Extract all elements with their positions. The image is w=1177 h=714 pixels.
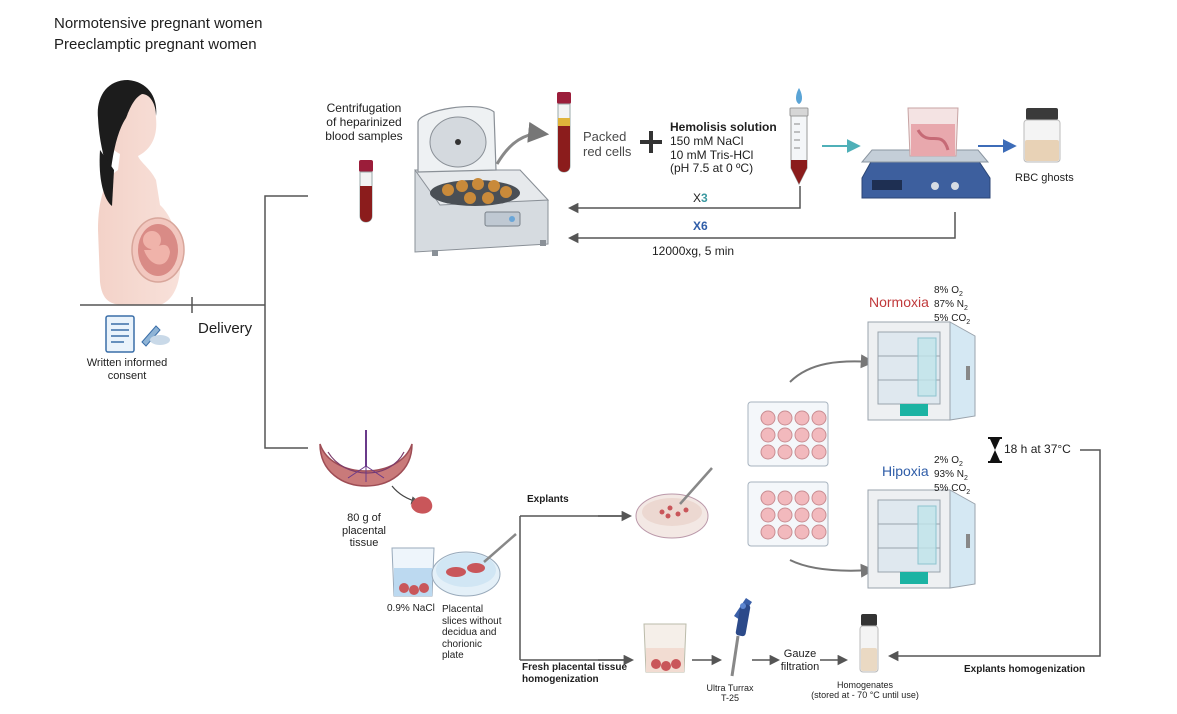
homogenate-tube-icon: [859, 614, 879, 673]
ultra-turrax-icon: [730, 598, 752, 677]
placental-mass-label: 80 g of placental tissue: [341, 512, 387, 550]
falcon-tube-icon: [789, 88, 809, 186]
arrow-to-packed-cells: [495, 121, 550, 165]
hipoxia-gas-mix: 2% O2 93% N2 5% CO2: [934, 455, 971, 497]
explants-petri-icon: [635, 467, 713, 539]
header-preeclamptic: Preeclamptic pregnant women: [54, 36, 257, 53]
arrow-to-hipoxia-incubator: [789, 559, 875, 578]
consent-label: Written informed consent: [86, 357, 168, 382]
gauze-filtration-label: Gauze filtration: [780, 648, 820, 673]
centrifuge-speed-label: 12000xg, 5 min: [652, 244, 735, 258]
delivery-label: Delivery: [198, 320, 253, 337]
tissue-piece-icon: [411, 496, 433, 514]
magnetic-stirrer-icon: [860, 107, 991, 199]
incubator-hipoxia-icon: [867, 489, 976, 589]
loop-arrow-x3: [567, 186, 801, 214]
arrow-to-normoxia-incubator: [789, 354, 875, 383]
petri-dish-slices-icon: [431, 533, 517, 597]
hemolysis-solution-label: Hemolisis solution 150 mM NaCl 10 mM Tri…: [670, 120, 777, 176]
hourglass-icon: [988, 437, 1002, 463]
ultra-turrax-label: Ultra Turrax T-25: [706, 683, 754, 704]
well-plate-normoxia-icon: [747, 401, 829, 467]
consent-document-icon: [105, 315, 170, 353]
plus-icon: [640, 131, 662, 153]
repeat-x3-label: X3: [693, 191, 708, 205]
fresh-homogenization-label: Fresh placental tissue homogenization: [522, 662, 628, 685]
placental-slices-label: Placental slices without decidua and cho…: [442, 604, 502, 661]
nacl-beaker-icon: [391, 547, 435, 597]
rbc-ghost-jar-icon: [1023, 108, 1061, 163]
packed-cells-tube-icon: [557, 92, 571, 173]
blood-tube-icon: [359, 160, 373, 223]
homogenates-label: Homogenates (stored at - 70 °C until use…: [811, 680, 919, 701]
incubator-normoxia-icon: [867, 321, 976, 421]
explants-homog-return-arrow: [887, 449, 1101, 662]
centrifugation-label: Centrifugation of heparinized blood samp…: [325, 101, 403, 143]
placenta-icon: [319, 430, 413, 487]
hipoxia-label: Hipoxia: [882, 463, 929, 479]
tissue-branch-lines: [519, 515, 628, 661]
branch-bracket: [264, 195, 308, 449]
nacl-label: 0.9% NaCl: [387, 603, 435, 614]
arrow-to-tissue-piece: [391, 485, 420, 505]
well-plate-hipoxia-icon: [747, 481, 829, 547]
pregnant-woman-icon: [97, 80, 185, 305]
fresh-tissue-beaker-icon: [643, 623, 687, 673]
incubation-duration-label: 18 h at 37°C: [1004, 442, 1071, 456]
loop-arrow-x6: [567, 212, 956, 244]
repeat-x6-label: X6: [693, 219, 708, 233]
header-normotensive: Normotensive pregnant women: [54, 15, 263, 32]
centrifuge-icon: [414, 106, 550, 256]
normoxia-label: Normoxia: [869, 294, 929, 310]
normoxia-gas-mix: 8% O2 87% N2 5% CO2: [934, 285, 971, 327]
explants-label: Explants: [527, 494, 569, 505]
explants-homogenization-label: Explants homogenization: [964, 664, 1086, 675]
rbc-ghosts-label: RBC ghosts: [1015, 172, 1074, 184]
packed-cells-label: Packed red cells: [583, 129, 632, 159]
